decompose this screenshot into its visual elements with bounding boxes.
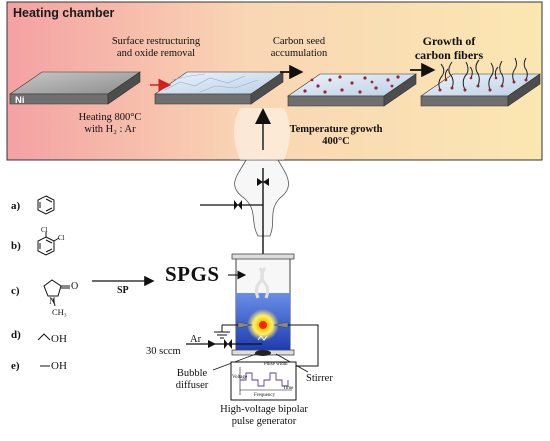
ar-inlet-arrow	[208, 340, 216, 348]
heating-line1: Heating 800°C	[78, 112, 142, 123]
reactor-vessel	[222, 253, 310, 356]
ethanol-structure	[37, 333, 51, 341]
vapor-plume	[234, 159, 289, 237]
bubble-diffuser-label: Bubble diffuser	[166, 368, 218, 392]
label-a: a)	[11, 200, 21, 212]
oh-ethanol: OH	[51, 333, 67, 345]
step2-label: Carbon seed accumulation	[254, 36, 344, 60]
step2-line2: accumulation	[270, 48, 328, 59]
oh-methanol: OH	[51, 360, 67, 372]
side-valve	[234, 200, 242, 210]
step1-line1: Surface restructuring	[111, 36, 201, 47]
n-methyl-pyrrolidone-structure	[43, 279, 70, 307]
heating-line2: with H₂ : Ar	[84, 124, 136, 135]
generator-line2: pulse generator	[231, 416, 297, 427]
cl-atom-1: Cl	[41, 226, 48, 234]
step3-line1: Growth of	[422, 34, 476, 48]
ar-label: Ar	[190, 334, 202, 345]
wire-right	[296, 324, 319, 367]
ni-label: Ni	[15, 95, 25, 106]
generator-label: High-voltage bipolar pulse generator	[200, 404, 328, 428]
sp-label: SP	[117, 285, 129, 296]
temp-growth-label: Temperature growth 400°C	[276, 124, 396, 148]
spgs-label: SPGS	[165, 262, 220, 286]
step3-label: Growth of carbon fibers	[400, 34, 498, 62]
carbon-fiber-plate	[420, 57, 541, 107]
ni-plate	[9, 71, 141, 105]
n-atom: N	[49, 296, 56, 306]
benzene-structure	[37, 195, 55, 215]
bubble-line1: Bubble	[176, 368, 208, 379]
step2-line1: Carbon seed	[272, 36, 326, 47]
o-atom: O	[71, 281, 79, 292]
frequency-label: Frequency	[254, 393, 276, 398]
step1-label: Surface restructuring and oxide removal	[96, 36, 216, 60]
bubble-line2: diffuser	[175, 380, 209, 391]
time-label: Time	[283, 386, 294, 391]
flow-label: 30 sccm	[146, 346, 181, 357]
stirrer-label: Stirrer	[306, 373, 333, 384]
heating-label: Heating 800°C with H₂ : Ar	[50, 112, 170, 136]
top-valve	[257, 178, 269, 186]
temp-line2: 400°C	[322, 136, 350, 147]
generator-line1: High-voltage bipolar	[220, 404, 308, 415]
label-e: e)	[11, 360, 20, 372]
voltage-label: Voltage	[232, 375, 248, 380]
ar-valve	[224, 339, 232, 349]
pulse-generator	[230, 361, 297, 401]
step3-line2: carbon fibers	[414, 48, 484, 62]
label-b: b)	[11, 240, 21, 252]
temp-line1: Temperature growth	[289, 124, 383, 135]
pulse-width-label: Pulse width	[264, 362, 288, 367]
label-d: d)	[11, 329, 21, 341]
ch3-group: CH₃	[52, 307, 67, 317]
carbon-seed-plate	[287, 73, 417, 107]
dichlorobenzene-structure	[37, 232, 60, 256]
chamber-title: Heating chamber	[13, 6, 115, 20]
label-c: c)	[11, 285, 20, 297]
step1-line2: and oxide removal	[116, 48, 196, 59]
cl-atom-2: Cl	[58, 234, 65, 242]
